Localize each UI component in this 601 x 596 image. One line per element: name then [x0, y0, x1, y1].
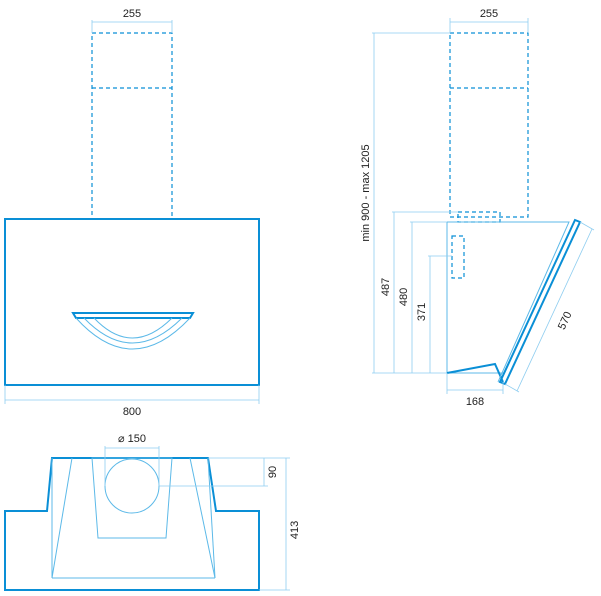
- dim-line: [504, 383, 520, 393]
- front-body-width-label: 800: [123, 406, 141, 418]
- top-inner-line: [51, 457, 73, 579]
- side-view: 255 min 900 - max 1205 487 480 371 168 5…: [360, 8, 595, 408]
- top-inner-line: [189, 457, 216, 579]
- side-chimney-width-label: 255: [480, 8, 498, 20]
- handle-curve-outer: [75, 317, 191, 350]
- side-bracket-wall: [451, 235, 465, 279]
- front-hood-body: [4, 218, 260, 386]
- outlet-offset-label: 90: [267, 466, 279, 478]
- height-371-label: 371: [416, 303, 428, 321]
- height-range-label: min 900 - max 1205: [360, 144, 372, 241]
- side-chimney-outline: [449, 32, 529, 218]
- dim-line: [579, 221, 595, 231]
- outlet-diameter-label: ⌀ 150: [118, 433, 146, 445]
- height-480-label: 480: [398, 288, 410, 306]
- side-body-front: [447, 221, 570, 383]
- top-outline: [4, 457, 260, 591]
- height-487-label: 487: [380, 278, 392, 296]
- front-chimney-outline: [91, 32, 173, 220]
- depth-168-label: 168: [466, 396, 484, 408]
- top-chimney-outline: [91, 457, 173, 539]
- top-inner-line: [207, 457, 216, 579]
- front-chimney-width-label: 255: [123, 8, 141, 20]
- dim-line: [516, 228, 593, 392]
- side-body-back: [446, 222, 505, 374]
- handle-curve-inner: [83, 317, 183, 344]
- top-depth-label: 413: [289, 521, 301, 539]
- outlet-circle: [104, 458, 160, 514]
- handle-curve-inner2: [93, 317, 173, 339]
- handle-bar: [71, 312, 195, 319]
- glass-panel: [498, 218, 582, 386]
- front-view: 255 800: [4, 8, 260, 418]
- glass-570-label: 570: [556, 310, 575, 332]
- top-view: ⌀ 150 90 413: [4, 433, 301, 591]
